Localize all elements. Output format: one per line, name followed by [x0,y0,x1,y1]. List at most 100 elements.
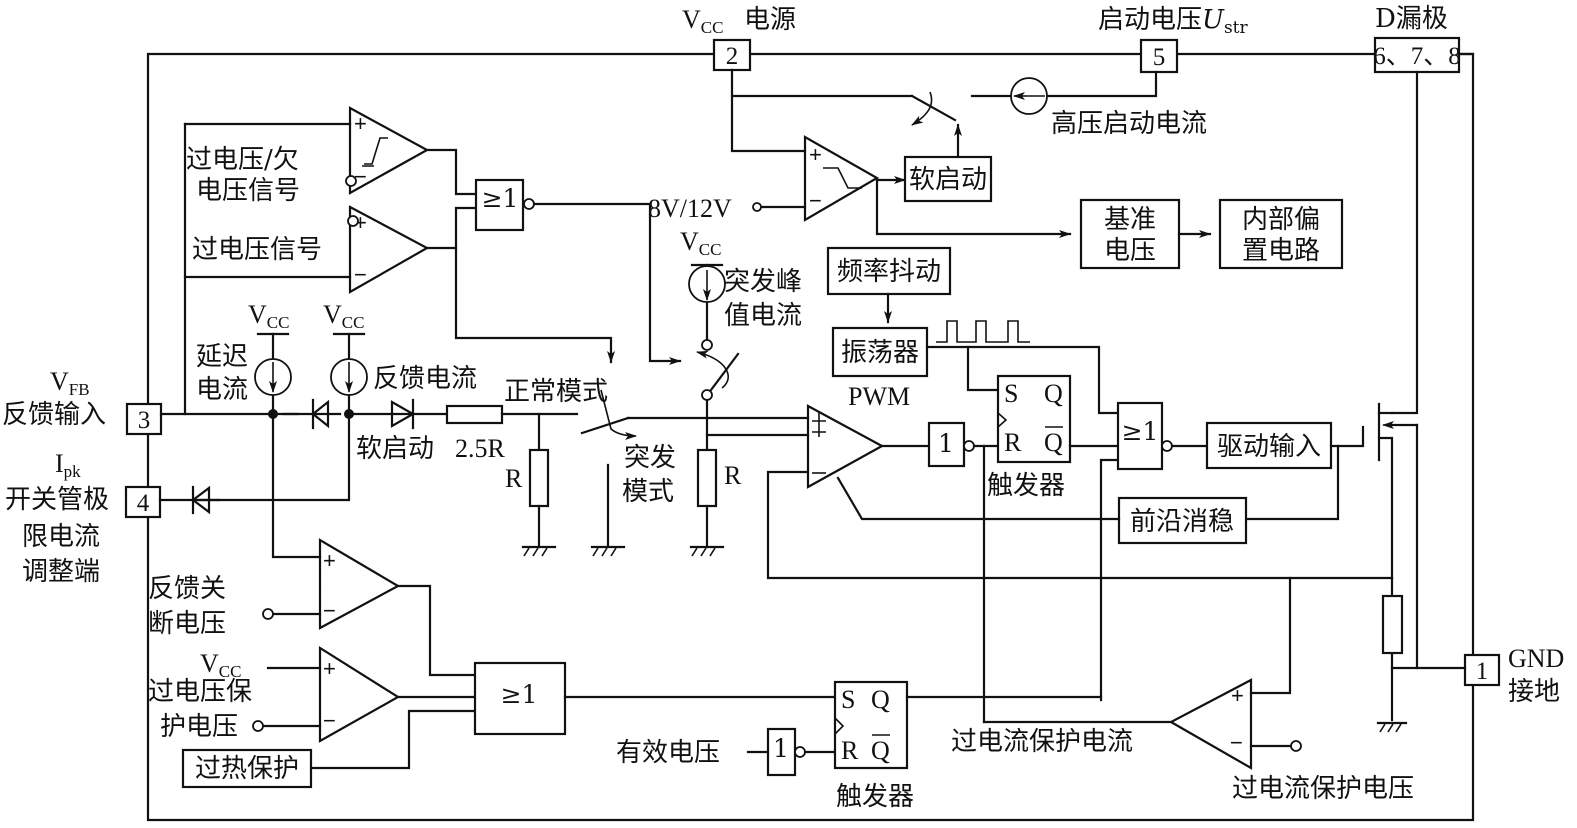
hv-startup-wiring [730,68,1158,167]
minus-sign: − [809,188,822,213]
thermal-protection-block: 过热保护 [181,748,313,789]
delay-current-source: VCC [248,300,292,419]
leb-label: 前沿消稳 [1130,507,1234,537]
ocp-ref-terminal [1290,740,1302,752]
pin-4-label-cn-1: 开关管极 [5,485,109,515]
nor-gate-bubble [1161,440,1173,452]
ovuv-terminal [345,175,357,187]
ref-voltage-label-2: 电压 [1104,236,1156,266]
osc-to-nor [925,345,1120,415]
plus-sign: + [809,142,822,167]
pin-2-vcc: 2 VCC 电源 [682,5,796,72]
or-to-burst-switch [532,202,682,365]
inverter-valid-bubble [794,746,806,758]
nor-gate-drive: ≥1 [1116,401,1164,471]
nor-gate-label: ≥1 [1122,417,1159,446]
or-gate-top: ≥1 [474,178,525,232]
diode-delay [282,398,342,430]
inverter-pwm: 1 [927,421,966,468]
flipflop-pwm-label: 触发器 [987,471,1065,501]
resistor-r-right [689,398,810,557]
ff-r-label: R [841,736,859,765]
ground-burst [590,545,626,557]
pin-4-ipk: 4 Ipk 开关管极 限电流 调整端 [5,449,162,587]
internal-bias-block: 内部偏 置电路 [1218,198,1344,270]
flipflop-protection-label: 触发器 [836,782,914,812]
oscillator-label: 振荡器 [841,338,919,368]
hysteresis-icon [823,167,862,189]
ref-voltage-label-1: 基准 [1104,205,1156,235]
burst-peak-label-1: 突发峰 [724,267,802,297]
fb-shutdown-label-1: 反馈关 [148,574,226,604]
burst-peak-label-2: 值电流 [724,301,802,331]
pin-678-number: 6、7、8 [1373,43,1461,70]
fb-shutdown-comparator: + − [318,538,401,630]
uvlo-comparator: + − [803,135,880,222]
pin-5-label: 启动电压Ustr [1098,5,1248,38]
or-gate-top-inverter [523,198,535,210]
resistor-2-5r [445,404,579,425]
pin-5-ustr: 5 启动电压Ustr [1098,5,1248,74]
plus-sign: + [323,548,336,573]
drain-wiring [1386,52,1475,670]
ov-terminal [347,215,359,227]
or-gate-protection: ≥1 [473,661,567,736]
diode-ipk [158,485,221,515]
ov-signal-label: 过电压信号 [192,235,322,265]
vcc-ovp-label-2: 护电压 [160,712,238,742]
normal-mode-switch [580,389,810,440]
ov-to-normal-switch [454,246,615,364]
fbsd-terminal [262,608,274,620]
inverter-valid: 1 [766,727,797,777]
thermal-to-or [309,709,477,770]
pin-1-number: 1 [1476,658,1489,685]
soft-start-diode-label: 软启动 [356,434,434,464]
pin-4-label: Ipk [55,449,81,481]
chip-outline [146,52,1475,822]
oscillator-block: 振荡器 [831,326,929,378]
delay-current-label-2: 电流 [196,375,248,405]
vcc-label-burst: VCC [680,227,721,259]
fbsd-to-or [396,584,477,677]
internal-bias-label-1: 内部偏 [1242,205,1320,235]
pin-2-label: VCC [682,5,723,37]
threshold-terminal [752,202,762,212]
pin-3-label: VFB [50,367,90,399]
resistor-2-5r-label: 2.5R [455,434,506,463]
inverter-pwm-bubble [963,440,975,452]
leb-to-pwm [836,476,1121,521]
inverter-valid-label: 1 [773,734,789,763]
ovuv-to-or [425,148,478,196]
soft-start-block-label: 软启动 [909,165,987,195]
driver-to-gate [1329,425,1365,448]
vcc-ovp-vcc-label: VCC [200,649,241,681]
ff-s-label: S [1004,379,1018,408]
minus-sign: − [354,164,367,189]
pin-3-number: 3 [138,407,151,434]
sense-to-pwm-minus [766,470,1394,580]
ocp-comparator: + − [1168,678,1253,770]
sense-resistor [1381,594,1404,655]
burst-current-source: VCC [680,227,740,401]
plus-sign: + [323,656,336,681]
minus-sign: − [323,598,336,623]
vcc-ovp-label-1: 过电压保 [148,677,252,707]
minus-sign: − [354,262,367,287]
pin-1-label-cn: 接地 [1508,677,1560,707]
pin-678-label: D漏极 [1375,4,1448,34]
delay-to-fb-shutdown [271,412,322,559]
plus-sign: + [354,111,367,136]
hv-current-source-icon [1010,77,1048,115]
pin-5-number: 5 [1153,44,1166,71]
ocp-ff-to-nor [1099,458,1120,702]
feedback-current-label: 反馈电流 [373,364,477,394]
resistor-r-left-label: R [505,464,523,493]
pwm-label: PWM [848,382,910,411]
ff-r-label: R [1004,428,1022,457]
ff-q-label: Q [1044,379,1063,408]
vcc-ovp-comparator: + − [318,646,401,743]
ground-symbol [1376,721,1408,733]
pin-4-number: 4 [137,490,150,517]
fb-shutdown-label-2: 断电压 [148,609,226,639]
